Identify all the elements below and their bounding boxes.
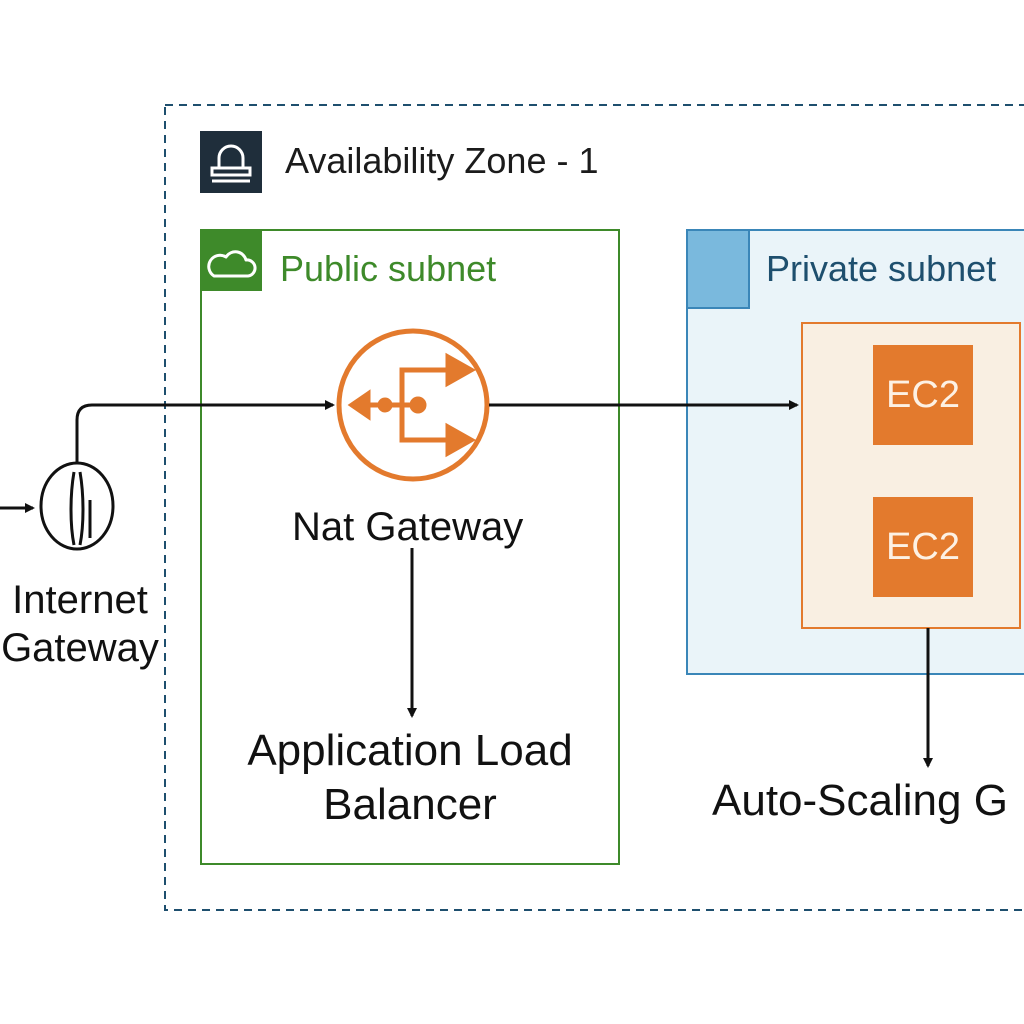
internet-gateway-label: Internet Gateway: [0, 576, 170, 672]
load-balancer-label-line1: Application Load: [247, 726, 573, 775]
internet-gateway-label-line2: Gateway: [1, 626, 159, 670]
ec2-instance-1[interactable]: EC2: [873, 345, 973, 445]
load-balancer-label: Application Load Balancer: [210, 724, 610, 832]
igw-to-nat-arrow: [75, 400, 335, 463]
nat-gateway-icon: [336, 328, 490, 482]
public-subnet-label: Public subnet: [280, 248, 497, 289]
internet-gateway-label-line1: Internet: [12, 578, 148, 622]
nat-gateway-label: Nat Gateway: [292, 505, 524, 549]
private-subnet-label: Private subnet: [766, 248, 997, 289]
public-subnet-box: [200, 229, 620, 865]
private-subnet-icon: [686, 229, 750, 309]
load-balancer-label-line2: Balancer: [323, 780, 497, 829]
zone-icon: [200, 131, 262, 193]
internet-gateway-icon: [39, 461, 115, 551]
auto-scaling-label: Auto-Scaling G: [712, 776, 1008, 825]
availability-zone-label: Availability Zone - 1: [285, 140, 599, 181]
availability-zone-boundary: [164, 104, 1024, 911]
cloud-icon: [201, 230, 262, 291]
ec2-instance-2[interactable]: EC2: [873, 497, 973, 597]
